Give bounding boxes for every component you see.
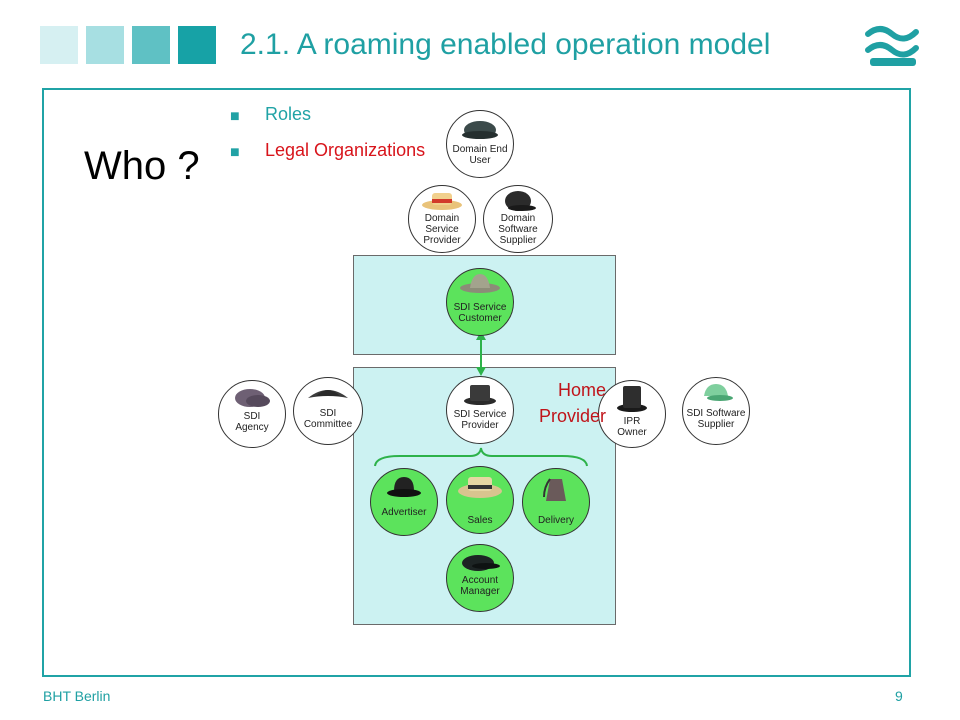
arrow-down-icon: [476, 367, 486, 376]
straw-boater-icon: [458, 477, 502, 498]
role-label-line: Provider: [461, 420, 499, 431]
boater-hat-icon: [422, 193, 462, 210]
role-sdi-service-provider: SDI Service Provider: [446, 376, 514, 444]
role-domain-service-provider: Domain Service Provider: [408, 185, 476, 253]
tricorn-hat-icon: [308, 390, 348, 398]
role-label-line: User: [469, 155, 491, 166]
bowler-hat-icon: [387, 477, 421, 497]
role-label-line: SDI: [319, 408, 337, 419]
role-label-line: Domain End: [452, 144, 508, 155]
decor-square-3: [132, 26, 170, 64]
role-sales: Sales: [446, 466, 514, 534]
role-sdi-committee: SDI Committee: [293, 377, 363, 445]
baseball-cap-icon: [704, 384, 733, 401]
bonnet-hat-icon: [235, 389, 270, 407]
decor-square-4: [178, 26, 216, 64]
role-label-line: Domain: [424, 213, 460, 224]
slide-title: 2.1. A roaming enabled operation model: [240, 28, 771, 61]
role-label-line: Service: [425, 224, 459, 235]
who-question: Who ?: [84, 144, 200, 188]
role-label-line: Account: [461, 575, 499, 586]
top-hat-icon: [464, 385, 496, 405]
decor-square-2: [86, 26, 124, 64]
bullet-roles: Roles: [265, 104, 312, 124]
role-label-line: SDI Service: [453, 409, 507, 420]
ranger-hat-icon: [460, 274, 500, 293]
cap-hat-icon: [462, 555, 500, 571]
home-provider-line: Home: [557, 380, 606, 400]
role-label-line: Software: [498, 224, 538, 235]
role-label-line: Customer: [458, 313, 502, 324]
decor-square-1: [40, 26, 78, 64]
role-domain-end-user: Domain End User: [446, 110, 514, 178]
role-label-line: Agency: [235, 422, 269, 433]
roles-brace: [374, 447, 588, 467]
role-sdi-software-supplier: SDI Software Supplier: [682, 377, 750, 445]
role-label-line: Domain: [500, 213, 536, 224]
role-label-line: Supplier: [499, 235, 537, 246]
role-label-line: Owner: [617, 427, 647, 438]
top-hat-icon: [617, 386, 647, 412]
footer-organization: BHT Berlin: [43, 688, 111, 704]
bht-logo-icon: [865, 26, 919, 66]
role-label-line: Manager: [460, 586, 500, 597]
role-label: Advertiser: [381, 507, 427, 518]
role-label-line: SDI Service: [453, 302, 507, 313]
page-number: 9: [895, 688, 903, 704]
role-sdi-agency: SDI Agency: [218, 380, 286, 448]
role-label-line: IPR: [623, 416, 641, 427]
bullet-marker-legal: ■: [230, 144, 240, 161]
role-sdi-service-customer: SDI Service Customer: [446, 268, 514, 336]
bullet-marker-roles: ■: [230, 108, 240, 125]
role-advertiser: Advertiser: [370, 468, 438, 536]
checkered-cap-icon: [505, 191, 536, 211]
role-label-line: Supplier: [697, 419, 735, 430]
role-domain-software-supplier: Domain Software Supplier: [483, 185, 553, 253]
cap-hat-icon: [462, 121, 498, 139]
content-frame: [42, 88, 911, 677]
home-provider-line: Provider: [538, 406, 606, 426]
fez-hat-icon: [543, 478, 566, 501]
role-account-manager: Account Manager: [446, 544, 514, 612]
home-provider-label: Home Provider: [528, 377, 606, 429]
role-label: Delivery: [537, 515, 575, 526]
role-label-line: Provider: [423, 235, 461, 246]
role-label-line: Committee: [303, 419, 353, 430]
role-ipr-owner: IPR Owner: [598, 380, 666, 448]
role-label-line: SDI: [243, 411, 261, 422]
role-label: Sales: [467, 515, 493, 526]
bullet-legal-organizations: Legal Organizations: [265, 140, 426, 160]
role-delivery: Delivery: [522, 468, 590, 536]
role-label-line: SDI Software: [686, 408, 746, 419]
